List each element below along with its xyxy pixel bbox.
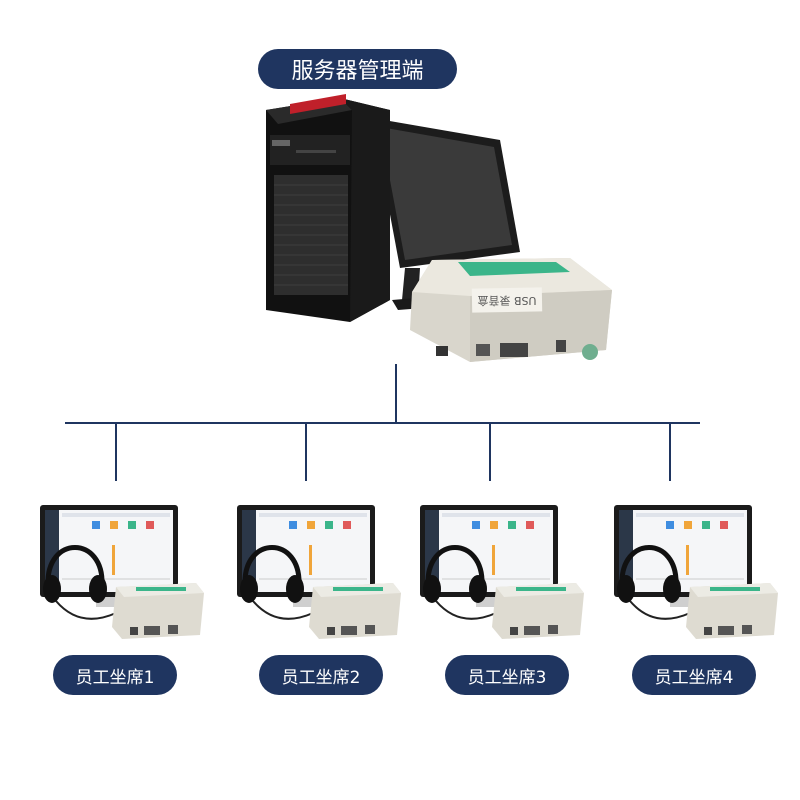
server-title: 服务器管理端 (258, 49, 457, 89)
seat-3-workstation-icon (420, 505, 584, 639)
seat-3-drop-line (489, 423, 491, 481)
seat-4-drop-line (669, 423, 671, 481)
device-label: USB 录音盒 (477, 294, 536, 308)
seat-2-workstation-icon (237, 505, 401, 639)
seat-3-label: 员工坐席3 (445, 655, 569, 695)
seat-4-workstation-icon (614, 505, 778, 639)
seat-2-drop-line (305, 423, 307, 481)
seat-2-label: 员工坐席2 (259, 655, 383, 695)
seat-1-workstation-icon (40, 505, 204, 639)
seat-1-drop-line (115, 423, 117, 481)
seat-1-label: 员工坐席1 (53, 655, 177, 695)
seat-4-label: 员工坐席4 (632, 655, 756, 695)
server-drop-line (395, 364, 397, 424)
bus-line (65, 422, 700, 424)
usb-recorder-icon: USB 录音盒 (410, 258, 612, 362)
desktop-tower-icon (266, 94, 390, 322)
